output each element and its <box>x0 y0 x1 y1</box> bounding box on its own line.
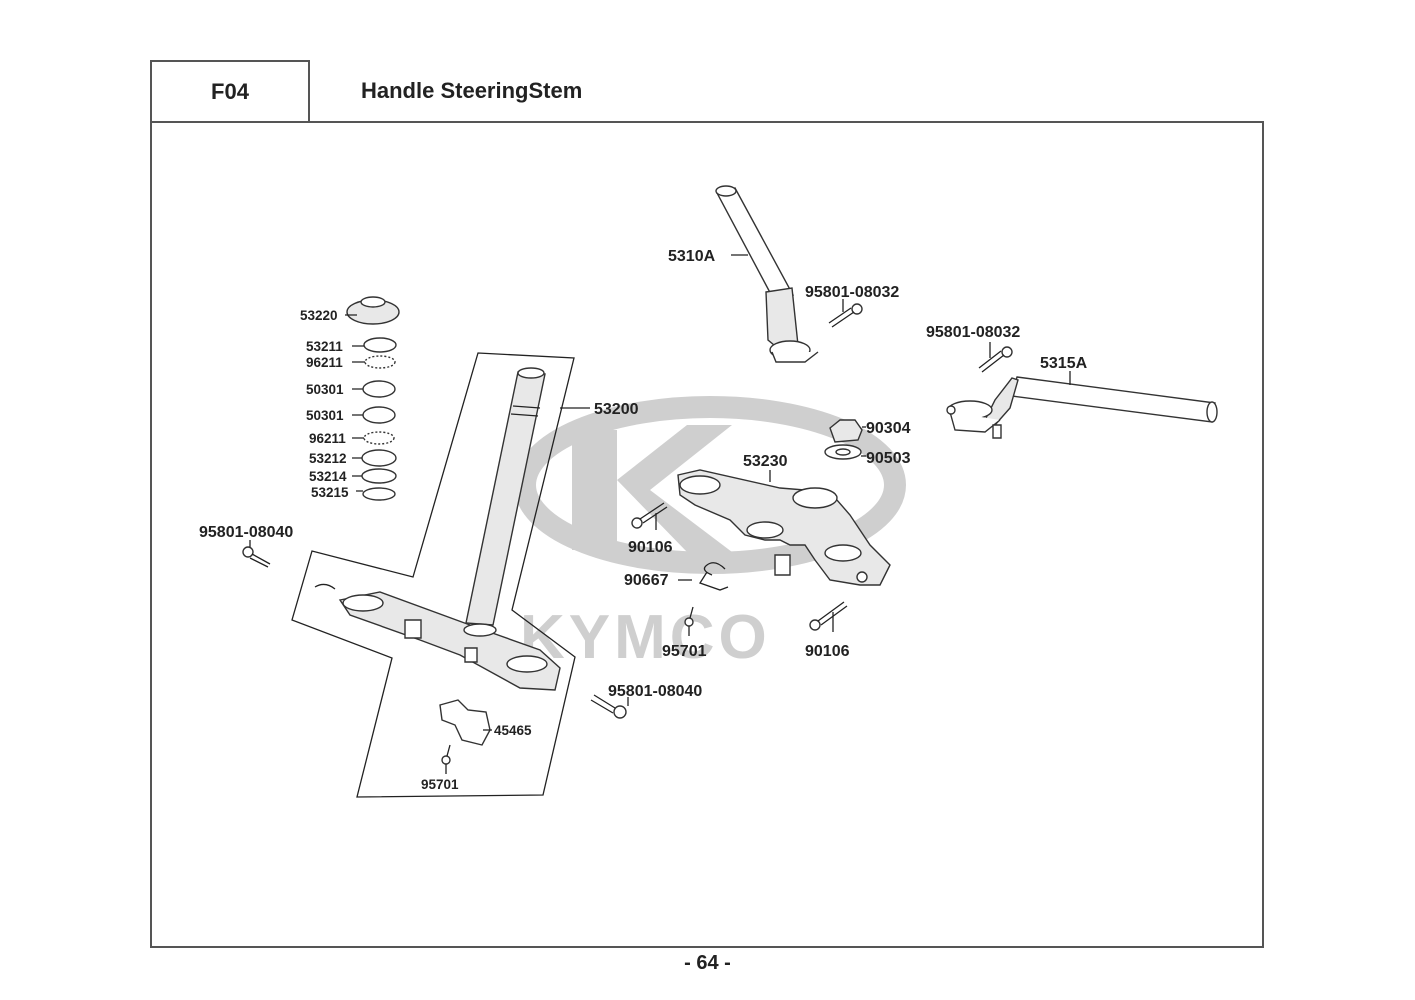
clip-part <box>699 562 729 591</box>
part-label-90106-left: 90106 <box>628 539 673 556</box>
part-label-95801-08032-right: 95801-08032 <box>926 324 1020 341</box>
part-label-50301: 50301 <box>306 408 344 423</box>
part-label-53220: 53220 <box>300 308 338 323</box>
nut-icon <box>829 419 863 443</box>
bearing-leaders <box>345 314 365 492</box>
handle-right-part <box>946 376 1218 439</box>
part-label-95801-08032-left: 95801-08032 <box>805 284 899 301</box>
part-label-53230: 53230 <box>743 453 788 470</box>
part-label-95701-lower: 95701 <box>421 777 459 792</box>
part-label-90667: 90667 <box>624 572 669 589</box>
bolt-icon <box>978 346 1013 373</box>
hose-guide-part <box>439 699 491 746</box>
part-label-53215: 53215 <box>311 485 349 500</box>
part-label-95801-08040-left: 95801-08040 <box>199 524 293 541</box>
page-number: - 64 - <box>684 952 731 974</box>
part-label-5315A: 5315A <box>1040 355 1088 372</box>
bolt-icon <box>631 502 668 529</box>
part-label-96211: 96211 <box>306 355 343 370</box>
part-label-95801-08040-right: 95801-08040 <box>608 683 702 700</box>
bolt-icon <box>590 694 627 719</box>
steering-stem-part <box>465 367 546 626</box>
part-label-53211: 53211 <box>306 339 343 354</box>
part-label-45465: 45465 <box>494 723 532 738</box>
bearing-stack <box>346 296 400 501</box>
bolt-icon <box>809 601 848 631</box>
part-label-53212: 53212 <box>309 451 347 466</box>
part-label-95701-upper: 95701 <box>662 643 707 660</box>
stem-assembly-outline <box>291 352 576 798</box>
bolt-icon <box>828 303 863 328</box>
diagram-frame <box>150 121 1264 948</box>
bottom-bridge-part <box>314 583 561 691</box>
part-label-5310A: 5310A <box>668 248 716 265</box>
top-bridge-part <box>677 469 891 586</box>
bolt-icon <box>242 546 271 568</box>
part-label-90106-right: 90106 <box>805 643 850 660</box>
part-label-90503: 90503 <box>866 450 911 467</box>
watermark-text: KYMCO <box>520 603 771 672</box>
page-title: Handle SteeringStem <box>361 78 583 103</box>
washer-icon <box>824 444 862 460</box>
part-label-90304: 90304 <box>866 420 911 437</box>
part-label-53200: 53200 <box>594 401 639 418</box>
part-label-50301: 50301 <box>306 382 344 397</box>
kymco-logo-watermark: KYMCO <box>514 396 906 672</box>
part-label-96211: 96211 <box>309 431 346 446</box>
part-label-53214: 53214 <box>309 469 347 484</box>
section-code: F04 <box>150 60 310 121</box>
handle-left-part <box>715 185 819 363</box>
screw-icon <box>441 744 451 765</box>
